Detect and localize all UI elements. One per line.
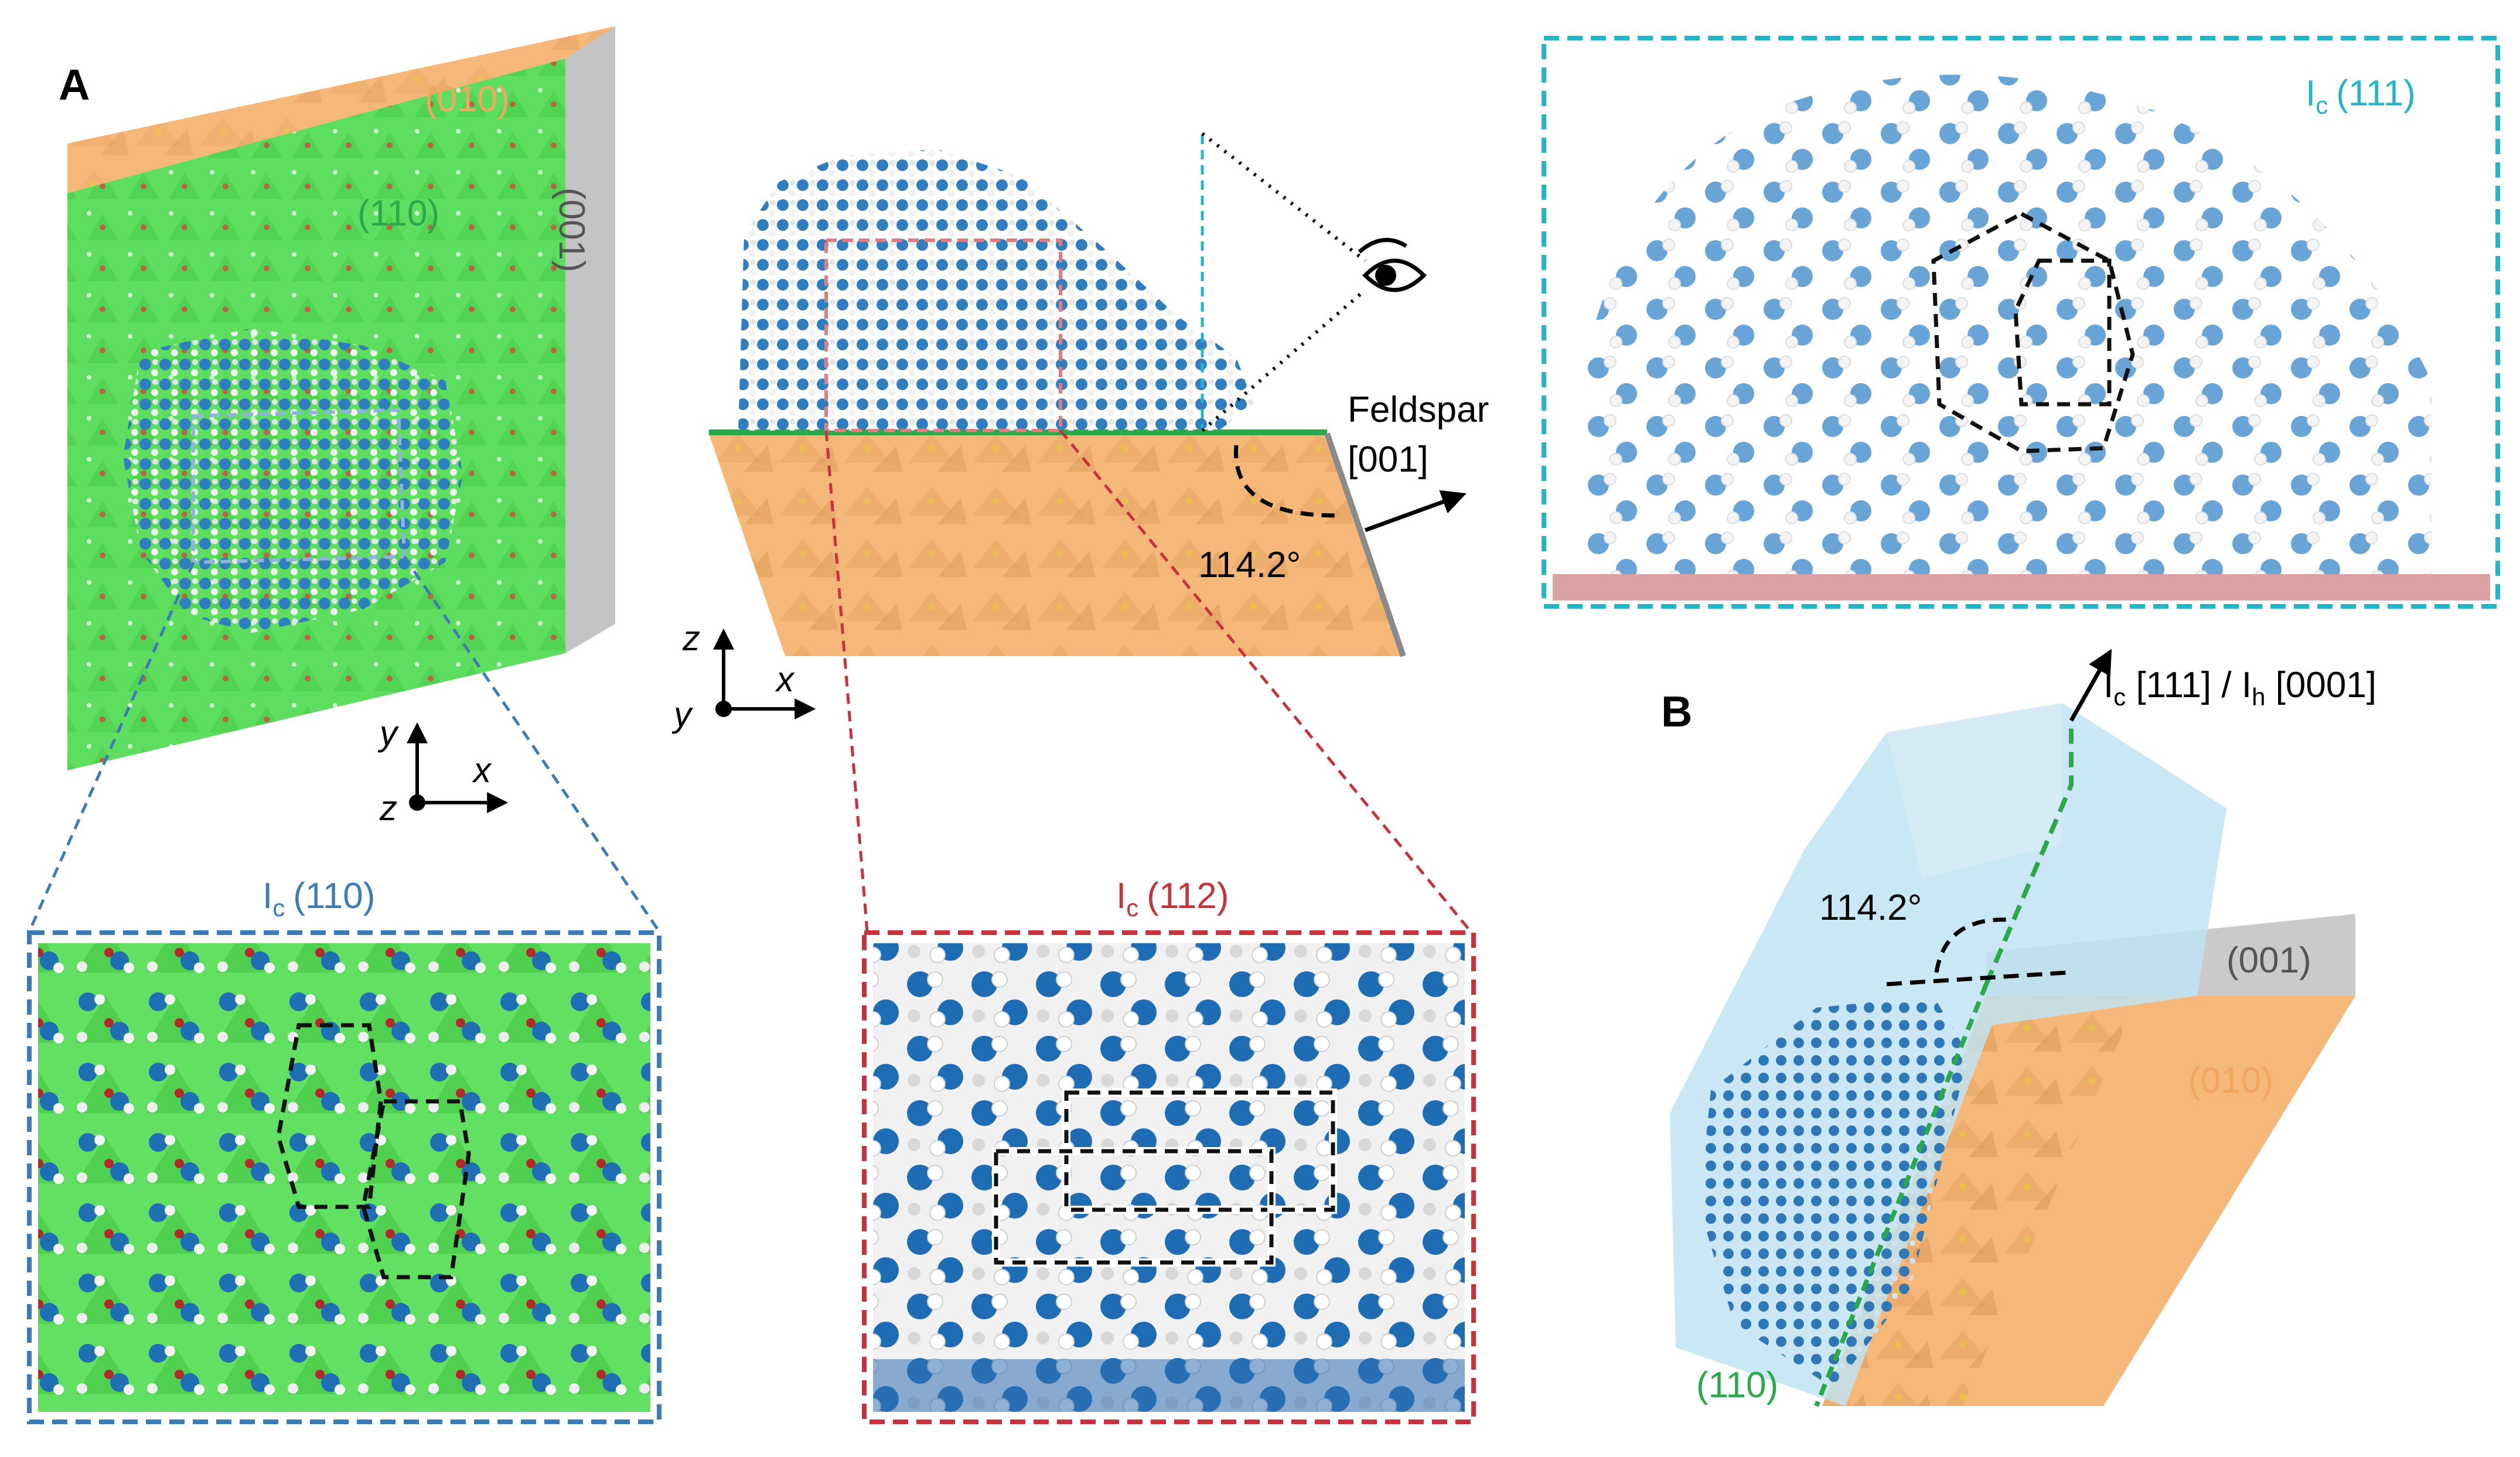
panel-a-letter: A [59, 60, 90, 109]
label-face-001: (001) [551, 187, 592, 272]
hexagon-111-small [2013, 258, 2112, 407]
view-dotted-bottom [1201, 288, 1366, 432]
face-001-b-label: (001) [2226, 940, 2311, 981]
panel-a-slab [67, 26, 615, 770]
angle-ref-line-b [1886, 970, 2069, 987]
angle-b-label: 114.2° [1819, 888, 1922, 928]
inset-112-substrate [873, 1359, 1465, 1412]
axes-mid [713, 628, 816, 719]
feldspar-slab-texture [709, 434, 1403, 656]
face-001-slab [565, 26, 615, 653]
face-010-b-texture [1822, 996, 2139, 1406]
inset-111-title: Ic(111) [2306, 73, 2416, 119]
axes-left [407, 722, 509, 813]
interface-110-line [1814, 983, 1989, 1407]
panel-a-side-view [709, 132, 1467, 657]
panel-b-letter: B [1661, 687, 1692, 736]
inset-110-image [38, 943, 650, 1412]
inset-110-title: Ic(110) [262, 876, 375, 922]
inset-112-title: Ic(112) [1116, 876, 1229, 922]
ice-direction-label: Ic [111] / Ih [0001] [2103, 665, 2376, 711]
inset-110-border [27, 930, 661, 1424]
inset-111-border [1542, 36, 2500, 609]
axis-left-x: x [472, 750, 492, 790]
ice-axis-dashed [1984, 721, 2074, 985]
hexagon-110-left-dash [276, 1023, 383, 1209]
axis-mid-z: z [682, 619, 700, 658]
rect-112-lower [994, 1149, 1274, 1265]
axis-mid-y: y [671, 695, 694, 734]
axis-left-y: y [377, 714, 400, 753]
ice-direction-arrow [2069, 649, 2112, 722]
inset-111-substrate [1553, 574, 2490, 600]
label-face-110: (110) [357, 193, 439, 234]
hexagon-111-large [1931, 211, 2135, 453]
angle-arc-b [1934, 917, 2010, 973]
angle-arc-side [1233, 445, 1336, 518]
ice-cluster-side [738, 149, 1254, 431]
view-dotted-top [1201, 132, 1366, 262]
inset-112-image [873, 943, 1465, 1412]
ice-cluster-b [1699, 996, 1969, 1388]
face-010-b-label: (010) [2188, 1060, 2273, 1101]
selection-box-112 [824, 238, 1062, 432]
feldspar-right-edge [1324, 432, 1406, 657]
feldspar-label: Feldspar [1348, 390, 1489, 430]
face-010-texture [67, 26, 615, 193]
hexagon-110-right-dash [361, 1099, 471, 1279]
axis-mid-x: x [775, 660, 795, 699]
ice-crystal-b-edge [1887, 703, 2062, 879]
face-110-b-label: (110) [1696, 1365, 1778, 1405]
zoom-line-110-left [28, 561, 195, 933]
panel-b-scene [1670, 649, 2355, 1407]
eye-icon [1358, 238, 1427, 292]
zoom-line-110-right [403, 555, 661, 933]
label-face-010: (010) [425, 79, 510, 120]
inset-111-ice-dome [1582, 74, 2432, 598]
feldspar-direction: [001] [1348, 439, 1428, 480]
angle-side-label: 114.2° [1198, 545, 1301, 585]
zoom-line-112-left [824, 430, 869, 932]
feldspar-001-arrow [1364, 490, 1467, 533]
zoom-line-112-right [1059, 429, 1472, 933]
inset-112-border [862, 930, 1476, 1424]
axis-left-z: z [379, 789, 397, 828]
